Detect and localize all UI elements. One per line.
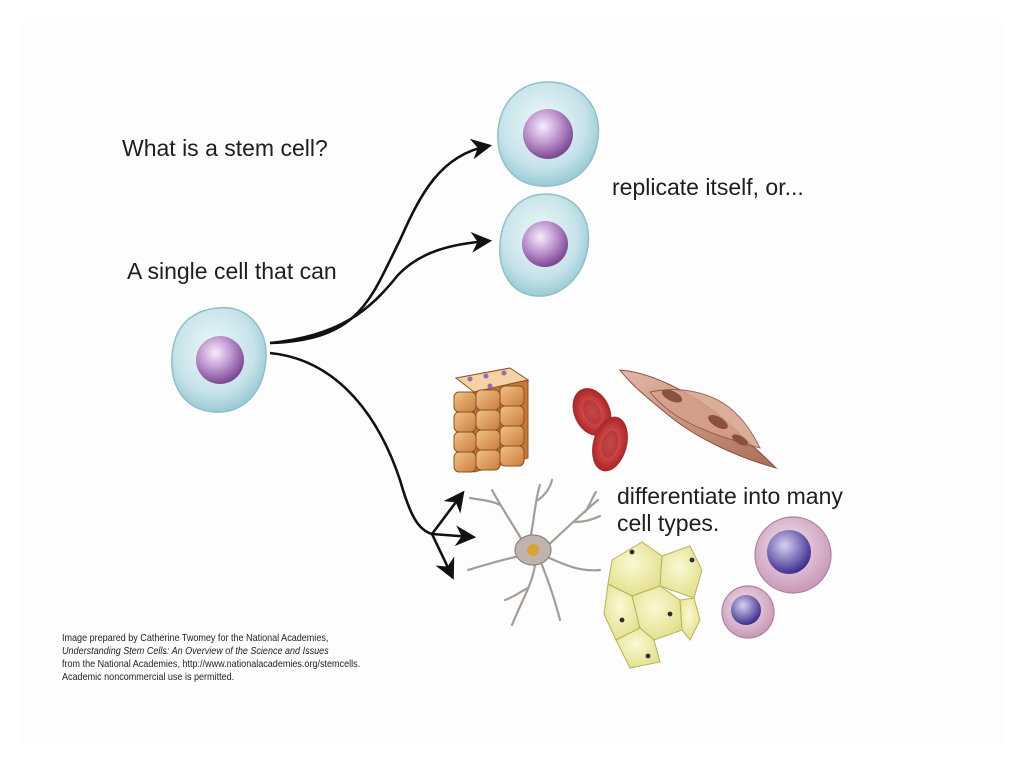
white-blood-cells bbox=[721, 516, 832, 639]
daughter-cell-bottom bbox=[499, 193, 590, 297]
red-blood-cells bbox=[572, 388, 628, 472]
neuron bbox=[466, 478, 602, 627]
credit-line-2: Understanding Stem Cells: An Overview of… bbox=[62, 645, 329, 657]
intro-text: A single cell that can bbox=[127, 258, 337, 284]
daughter-cell-top bbox=[497, 81, 600, 187]
epithelial-cells bbox=[453, 367, 530, 473]
arrow-branch-down bbox=[430, 533, 455, 580]
arrow-branch-right bbox=[431, 525, 477, 547]
image-credit: Image prepared by Catherine Twomey for t… bbox=[62, 632, 360, 684]
fat-cells bbox=[603, 541, 703, 669]
differentiate-label-line1: differentiate into many bbox=[617, 483, 843, 509]
replicate-label: replicate itself, or... bbox=[612, 174, 804, 200]
arrow-to-differentiation bbox=[269, 351, 433, 536]
muscle-cells bbox=[618, 369, 778, 469]
credit-line-1: Image prepared by Catherine Twomey for t… bbox=[62, 632, 329, 644]
credit-line-3: from the National Academies, http://www.… bbox=[62, 658, 361, 670]
differentiate-label-line2: cell types. bbox=[617, 510, 720, 536]
arrow-to-bottom-cell bbox=[269, 231, 493, 345]
arrow-branch-up bbox=[430, 490, 465, 535]
arrow-to-top-cell bbox=[269, 138, 493, 345]
stem-cell bbox=[171, 306, 267, 413]
arrows bbox=[269, 138, 493, 580]
credit-line-4: Academic noncommercial use is permitted. bbox=[62, 671, 235, 683]
title-text: What is a stem cell? bbox=[122, 135, 328, 161]
